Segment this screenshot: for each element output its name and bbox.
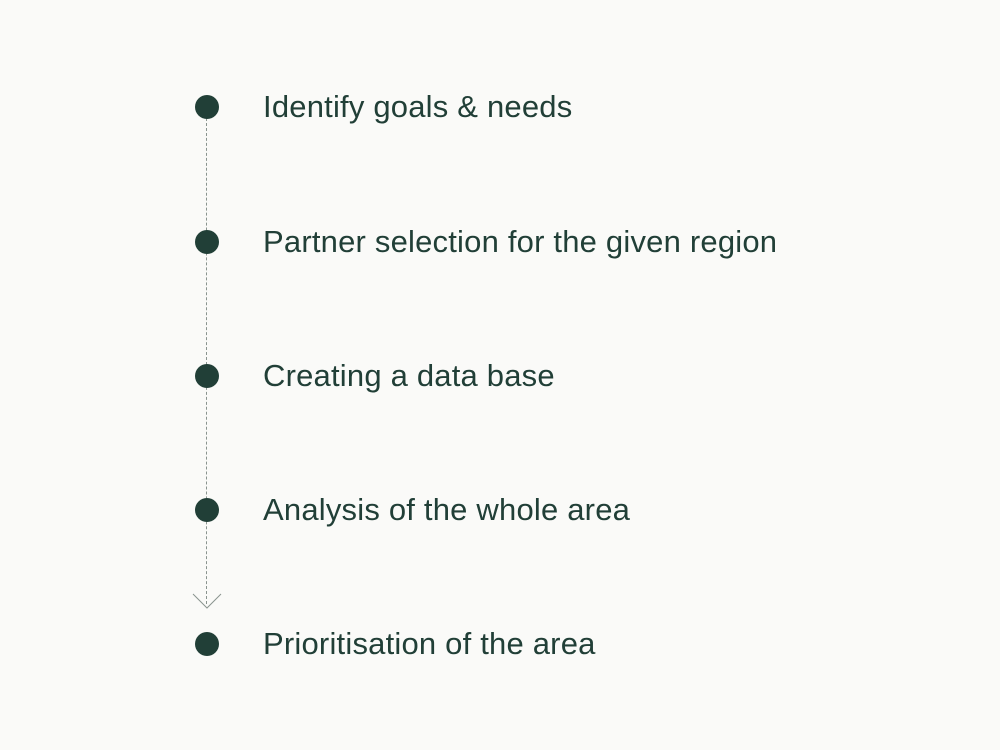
bullet-dot-icon [195,632,219,656]
step-5: Prioritisation of the area [195,626,596,661]
step-label: Prioritisation of the area [263,626,596,661]
step-2: Partner selection for the given region [195,224,778,259]
step-1: Identify goals & needs [195,89,573,124]
bullet-dot-icon [195,364,219,388]
step-3: Creating a data base [195,358,555,393]
bullet-dot-icon [195,95,219,119]
step-label: Partner selection for the given region [263,224,778,259]
bullet-dot-icon [195,230,219,254]
step-label: Identify goals & needs [263,89,573,124]
step-label: Creating a data base [263,358,555,393]
step-label: Analysis of the whole area [263,492,631,527]
bullet-dot-icon [195,498,219,522]
dashed-connector-line [206,118,207,604]
step-4: Analysis of the whole area [195,492,631,527]
arrow-down-icon [192,593,222,609]
